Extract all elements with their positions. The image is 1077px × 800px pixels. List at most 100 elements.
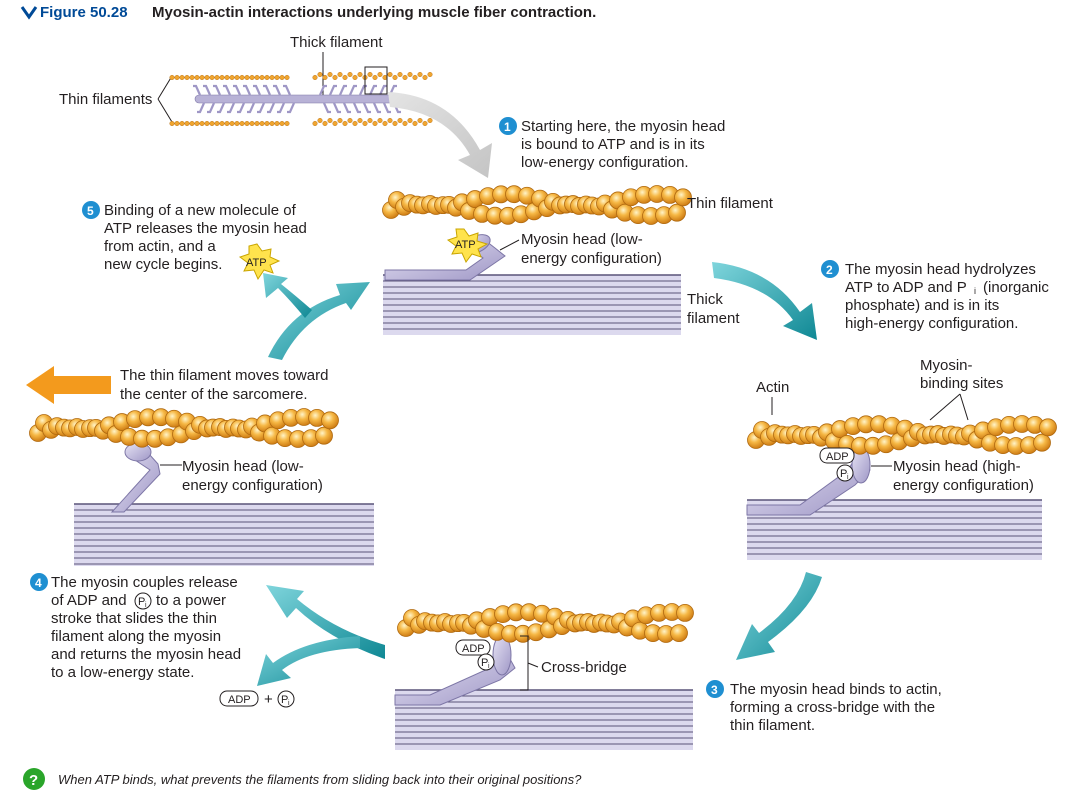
step-4-caption: 4 The myosin couples release of ADP and … bbox=[30, 573, 241, 681]
actin-bead bbox=[269, 74, 275, 80]
myosin-head-mini bbox=[378, 84, 387, 96]
myosin-head-mini bbox=[207, 102, 216, 114]
actin-bead bbox=[219, 74, 225, 80]
myosin-head-mini bbox=[273, 84, 282, 96]
step-4-line-6: to a low-energy state. bbox=[51, 664, 194, 681]
actin-bead bbox=[194, 120, 200, 126]
actin-bead bbox=[214, 120, 220, 126]
myosin-head-mini bbox=[332, 102, 341, 114]
actin-bead bbox=[317, 117, 323, 123]
actin-bead bbox=[259, 120, 265, 126]
pi-subscript: i bbox=[145, 602, 147, 609]
step-4-line-1: The myosin couples release bbox=[51, 574, 238, 591]
step-2-line-4: high-energy configuration. bbox=[845, 315, 1018, 332]
cycle-arrow-1-to-2 bbox=[712, 262, 817, 340]
atp-label: ATP bbox=[455, 239, 476, 251]
actin-subunit bbox=[676, 603, 694, 622]
actin-bead bbox=[377, 117, 383, 123]
actin-bead bbox=[234, 74, 240, 80]
pi-label: P bbox=[840, 468, 847, 480]
cycle-arrow-4-to-5 bbox=[268, 282, 370, 360]
step-5-line-1: Binding of a new molecule of bbox=[104, 202, 297, 219]
actin-bead bbox=[179, 74, 185, 80]
adp-pill bbox=[819, 447, 855, 464]
myosin-head-mini bbox=[318, 84, 327, 96]
actin-bead bbox=[337, 71, 343, 77]
step-5-line-3: from actin, and a bbox=[104, 238, 216, 255]
actin-bead bbox=[377, 71, 383, 77]
myosin-head-mini bbox=[287, 102, 296, 114]
plus-sign: + bbox=[264, 691, 273, 708]
movement-arrow bbox=[26, 366, 111, 404]
myosin-head-mini bbox=[227, 102, 236, 114]
binding-sites-label-1: Myosin- bbox=[920, 357, 973, 374]
myosin-head-mini bbox=[213, 84, 222, 96]
pi-circle bbox=[477, 653, 495, 671]
step-2-line-3: phosphate) and is in its bbox=[845, 297, 999, 314]
myosin-head-mini bbox=[217, 102, 226, 114]
myosin-head-mini bbox=[283, 84, 292, 96]
actin-bead bbox=[214, 74, 220, 80]
actin-bead bbox=[397, 117, 403, 123]
actin-bead bbox=[234, 120, 240, 126]
actin-bead bbox=[322, 120, 328, 126]
actin-bead bbox=[274, 120, 280, 126]
thin-filaments-overview-label: Thin filaments bbox=[59, 91, 152, 108]
actin-bead bbox=[372, 74, 378, 80]
pi-circle bbox=[277, 690, 295, 708]
thick-filament-overview-label: Thick filament bbox=[290, 34, 383, 51]
actin-bead bbox=[402, 74, 408, 80]
myosin-head-mini bbox=[388, 84, 397, 96]
step-1-caption: 1 Starting here, the myosin head is boun… bbox=[499, 117, 725, 171]
atp-star bbox=[238, 243, 281, 281]
question-icon bbox=[23, 768, 45, 790]
adp-label: ADP bbox=[462, 643, 485, 655]
step-4-line-3: stroke that slides the thin bbox=[51, 610, 217, 627]
actin-label: Actin bbox=[756, 379, 789, 396]
actin-subunit bbox=[315, 426, 333, 445]
adp-pill bbox=[219, 690, 259, 707]
thick-label-2: filament bbox=[687, 310, 740, 327]
myosin-head-mini bbox=[372, 102, 381, 114]
actin-bead bbox=[204, 74, 210, 80]
myosin-head-mini bbox=[322, 102, 331, 114]
step-3-line-3: thin filament. bbox=[730, 717, 815, 734]
myosin-low-label-2: energy configuration) bbox=[521, 250, 662, 267]
myosin-head-mini bbox=[362, 102, 371, 114]
step-2-caption: 2 The myosin head hydrolyzes ATP to ADP … bbox=[821, 260, 1049, 332]
cycle-arrow-2-to-3 bbox=[736, 572, 822, 660]
zoom-arrow bbox=[388, 92, 492, 178]
actin-bead bbox=[264, 120, 270, 126]
actin-subunit bbox=[674, 188, 692, 207]
thin-filament bbox=[382, 185, 692, 225]
actin-subunit bbox=[670, 624, 688, 643]
actin-bead bbox=[219, 120, 225, 126]
pi-circle bbox=[836, 464, 854, 482]
adp-label: ADP bbox=[826, 451, 849, 463]
pi-label: P bbox=[481, 657, 488, 669]
binding-sites-label-2: binding sites bbox=[920, 375, 1003, 392]
actin-bead bbox=[229, 120, 235, 126]
step-1-number: 1 bbox=[504, 120, 511, 134]
actin-bead bbox=[284, 74, 290, 80]
myosin-head-mini bbox=[247, 102, 256, 114]
actin-bead bbox=[372, 120, 378, 126]
thick-filament bbox=[383, 274, 681, 335]
myosin-head-mini bbox=[382, 102, 391, 114]
panel-step-1: ATP Thin filament Myosin head (low- ener… bbox=[382, 185, 774, 335]
actin-bead bbox=[174, 74, 180, 80]
overview-thin-filament-bottom bbox=[169, 117, 433, 126]
actin-bead bbox=[427, 117, 433, 123]
myosin-head-mini bbox=[237, 102, 246, 114]
thin-filament bbox=[29, 408, 339, 448]
myosin-head-mini bbox=[267, 102, 276, 114]
step-1-line-2: is bound to ATP and is in its bbox=[521, 136, 705, 153]
actin-bead bbox=[327, 117, 333, 123]
question-text: When ATP binds, what prevents the filame… bbox=[58, 772, 582, 787]
actin-bead bbox=[189, 74, 195, 80]
figure-header: Figure 50.28 Myosin-actin interactions u… bbox=[20, 4, 596, 21]
actin-bead bbox=[347, 71, 353, 77]
adp-label: ADP bbox=[228, 694, 251, 706]
actin-bead bbox=[427, 71, 433, 77]
actin-bead bbox=[179, 120, 185, 126]
